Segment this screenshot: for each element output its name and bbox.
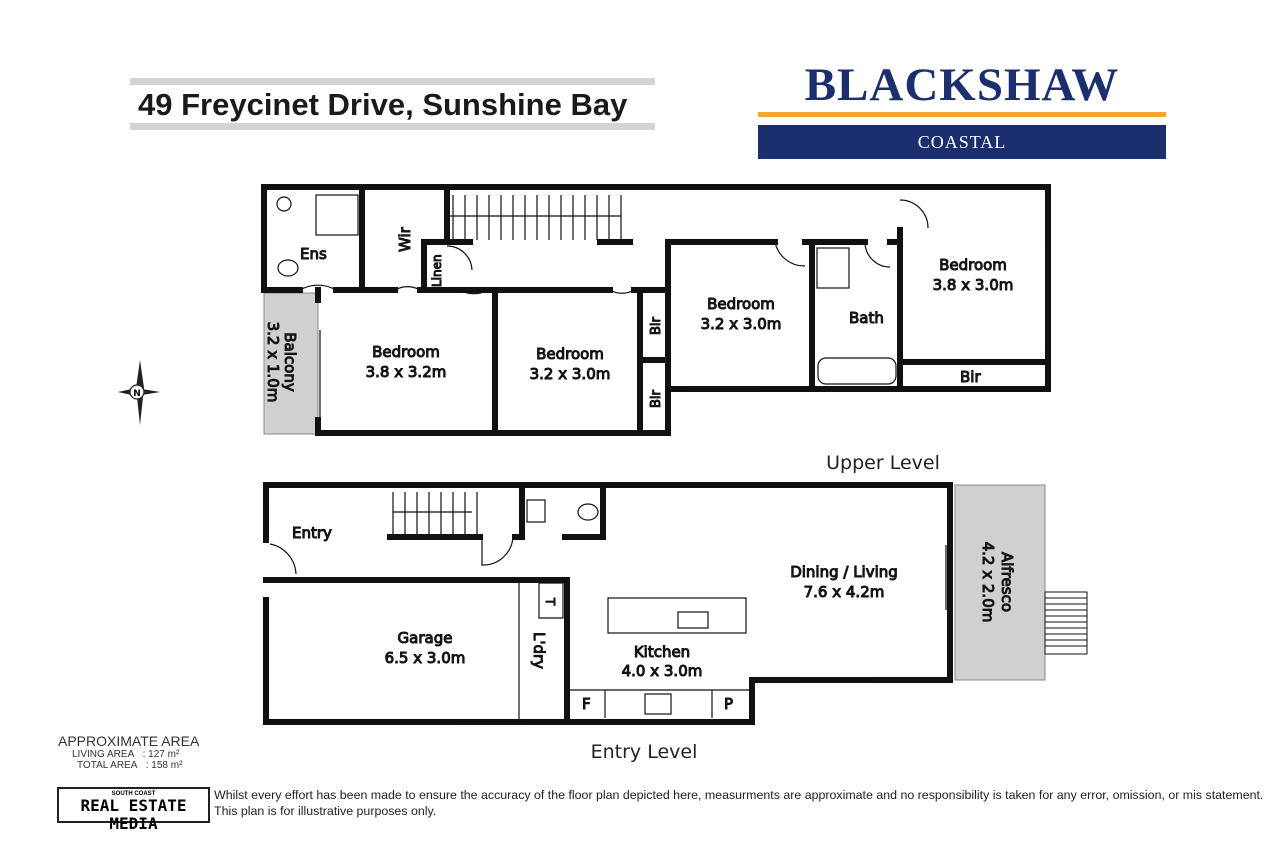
upper-ens-wall — [261, 184, 498, 293]
bed4-size: 3.8 x 3.0m — [933, 276, 1014, 294]
logo-sub: COASTAL — [758, 125, 1166, 159]
powder-basin-icon — [526, 499, 546, 523]
toilet-icon — [277, 259, 299, 277]
upper-door-swings — [299, 199, 929, 295]
fridge-label: F — [582, 695, 591, 713]
upper-level-plan: Ens Wir Linen Balcony 3.2 x 1.0m Bedroom… — [261, 184, 1051, 436]
lower-outer-wall — [263, 482, 953, 725]
bed3-name: Bedroom — [707, 295, 775, 313]
garage-size: 6.5 x 3.0m — [385, 649, 466, 667]
balcony-area — [263, 292, 319, 435]
agency-logo: BLACKSHAW COASTAL — [758, 60, 1166, 159]
bathtub-icon — [817, 357, 897, 385]
title-rule-top — [130, 78, 655, 85]
bath-shower-icon — [816, 247, 850, 289]
entry-level-label: Entry Level — [591, 741, 698, 763]
total-area-value: : 158 m² — [145, 760, 183, 771]
disclaimer-line2: This plan is for illustrative purposes o… — [214, 804, 437, 818]
outdoor-stairs — [1044, 591, 1088, 655]
kitchen-name: Kitchen — [634, 643, 690, 661]
upper-windows — [319, 250, 1047, 434]
lower-windows — [267, 500, 947, 723]
alfresco-size: 4.2 x 2.0m — [979, 542, 997, 623]
bed1-size: 3.8 x 3.2m — [366, 363, 447, 381]
laundry-tub: T — [543, 597, 557, 606]
total-area-label: TOTAL AREA — [77, 760, 138, 771]
total-area-row: TOTAL AREA : 158 m² — [77, 760, 199, 771]
credit-big: REAL ESTATE MEDIA — [80, 796, 187, 833]
shower-icon — [315, 194, 359, 236]
balcony-name: Balcony — [281, 332, 299, 392]
living-area-value: : 127 m² — [142, 749, 180, 760]
room-laundry: L'dry — [530, 632, 548, 669]
laundry-fixtures — [518, 582, 564, 720]
alfresco-name: Alfresco — [998, 552, 1016, 612]
stair-powder-wall — [387, 482, 606, 540]
bed4-name: Bedroom — [939, 256, 1007, 274]
bed2-size: 3.2 x 3.0m — [530, 365, 611, 383]
north-compass-icon: N — [118, 360, 160, 425]
bed3-size: 3.2 x 3.0m — [701, 315, 782, 333]
compass-north: N — [133, 389, 141, 399]
living-area-label: LIVING AREA — [72, 749, 135, 760]
garage-name: Garage — [398, 629, 453, 647]
approximate-area: APPROXIMATE AREA LIVING AREA : 127 m² TO… — [58, 733, 199, 771]
entry-level-plan: Entry Garage 6.5 x 3.0m L'dry T Kitchen … — [263, 482, 1088, 725]
bed3-wall — [665, 239, 903, 392]
kitchen-size: 4.0 x 3.0m — [622, 662, 703, 680]
bir-wall — [637, 287, 671, 436]
address-title-block: 49 Freycinet Drive, Sunshine Bay — [130, 78, 655, 130]
balcony-size: 3.2 x 1.0m — [264, 322, 282, 403]
room-bir-bed2: Bir — [649, 316, 664, 335]
page-title: 49 Freycinet Drive, Sunshine Bay — [138, 87, 628, 122]
sink-icon — [677, 611, 709, 629]
room-bath: Bath — [849, 309, 884, 327]
living-name: Dining / Living — [790, 563, 898, 581]
disclaimer-line1: Whilst every effort has been made to ens… — [214, 788, 1264, 802]
room-linen: Linen — [430, 254, 444, 287]
basin-icon — [276, 196, 292, 212]
title-rule-bottom — [130, 123, 655, 130]
kitchen-island — [607, 597, 747, 634]
lower-door-swings — [269, 536, 514, 575]
living-area-row: LIVING AREA : 127 m² — [72, 749, 199, 760]
room-ens: Ens — [300, 245, 327, 263]
logo-brand: BLACKSHAW — [804, 59, 1120, 111]
room-entry: Entry — [292, 524, 332, 542]
bed2-name: Bedroom — [536, 345, 604, 363]
pantry-label: P — [724, 695, 733, 713]
disclaimer: Whilst every effort has been made to ens… — [214, 787, 1263, 819]
lower-stairs — [392, 492, 478, 535]
logo-gold-rule — [758, 112, 1166, 117]
alfresco-area — [954, 484, 1046, 681]
credit-small: SOUTH COAST — [111, 791, 156, 797]
living-size: 7.6 x 4.2m — [804, 583, 885, 601]
room-wir: Wir — [396, 226, 414, 252]
credit-logo: SOUTH COAST REAL ESTATE MEDIA — [57, 787, 210, 833]
area-heading: APPROXIMATE AREA — [58, 733, 200, 749]
bed1-name: Bedroom — [372, 343, 440, 361]
upper-stairs — [447, 195, 622, 240]
room-bir-bed4: Bir — [960, 368, 981, 386]
linen-stair-wall — [421, 189, 633, 293]
garage-wall — [263, 577, 570, 725]
room-bir-bed2b: Bir — [649, 389, 664, 408]
upper-level-label: Upper Level — [826, 452, 940, 474]
kitchen-bench — [567, 689, 750, 718]
powder-toilet-icon — [577, 503, 599, 521]
bed4-wall — [897, 227, 1051, 392]
cooktop-icon — [644, 693, 672, 715]
